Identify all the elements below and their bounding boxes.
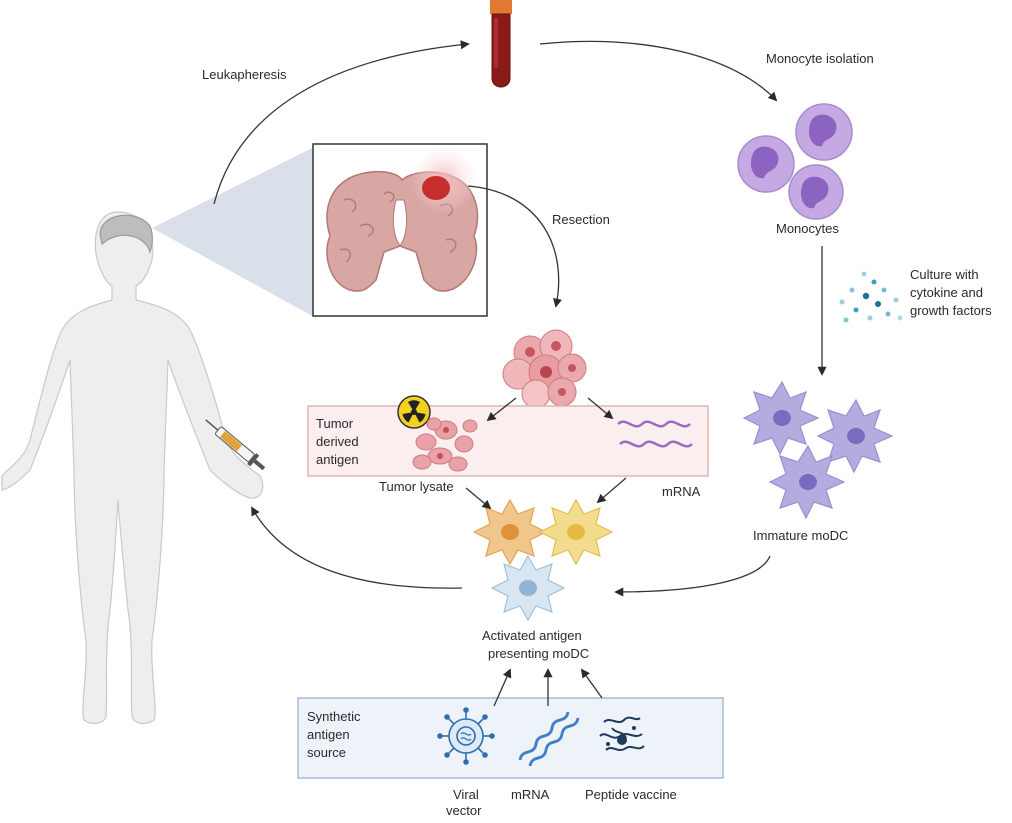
radiation-icon — [397, 395, 431, 429]
arrow-tumor-to-mrna — [587, 397, 614, 420]
tumor-lysate-icon — [412, 417, 478, 472]
label-peptide-vaccine: Peptide vaccine — [585, 787, 677, 802]
arrow-lysate-to-modc — [465, 487, 492, 510]
arrow-tumor-to-lysate — [486, 397, 517, 422]
label-synthetic-line1: Synthetic — [307, 709, 361, 724]
label-activated-line1: Activated antigen — [482, 628, 582, 643]
label-mrna-top: mRNA — [662, 484, 701, 499]
focus-beam — [152, 146, 316, 318]
arrow-peptide-to-modc — [580, 668, 603, 699]
arrow-resection — [467, 185, 562, 308]
process-arrows — [213, 40, 827, 707]
tumor-cluster-icon — [502, 329, 587, 409]
cytokine-dots-icon — [839, 271, 903, 323]
blood-tube-icon — [490, 0, 512, 88]
label-culture-line2: cytokine and — [910, 285, 983, 300]
label-monocytes: Monocytes — [776, 221, 839, 236]
label-synthetic-line3: source — [307, 745, 346, 760]
label-leukapheresis: Leukapheresis — [202, 67, 287, 82]
label-mrna-bottom: mRNA — [511, 787, 550, 802]
monocyte-cells-icon — [737, 103, 853, 220]
mrna-strand-blue-icon — [518, 711, 580, 767]
label-tumor-derived-line1: Tumor — [316, 416, 354, 431]
syringe-icon — [205, 419, 266, 471]
arrow-immature-to-activated — [614, 555, 771, 597]
label-culture-line3: growth factors — [910, 303, 992, 318]
tumor-antigen-box — [307, 405, 709, 477]
label-tumor-derived-line2: derived — [316, 434, 359, 449]
arrow-mrna-to-modc — [596, 477, 627, 504]
arrow-viral-to-modc — [493, 668, 512, 707]
label-culture-line1: Culture with — [910, 267, 979, 282]
label-activated-line2: presenting moDC — [488, 646, 589, 661]
label-resection: Resection — [552, 212, 610, 227]
label-immature-modc: Immature moDC — [753, 528, 848, 543]
label-tumor-derived-line3: antigen — [316, 452, 359, 467]
activated-modc-cells-icon — [472, 498, 614, 622]
viral-vector-icon — [437, 707, 495, 765]
mrna-strand-purple-icon — [617, 420, 693, 448]
peptide-vaccine-icon — [599, 716, 645, 751]
label-tumor-lysate: Tumor lysate — [379, 479, 454, 494]
arrow-leukapheresis — [213, 40, 470, 205]
label-viral-line2: vector — [446, 803, 482, 818]
brain-icon — [326, 146, 479, 292]
human-figure-icon — [1, 211, 264, 725]
label-synthetic-line2: antigen — [307, 727, 350, 742]
synthetic-antigen-box — [297, 697, 724, 779]
arrow-monocyte-isolation — [539, 40, 778, 102]
label-monocyte-isolation: Monocyte isolation — [766, 51, 874, 66]
arrow-activated-to-patient — [251, 506, 463, 589]
immature-modc-cells-icon — [742, 380, 894, 520]
label-viral-line1: Viral — [453, 787, 479, 802]
